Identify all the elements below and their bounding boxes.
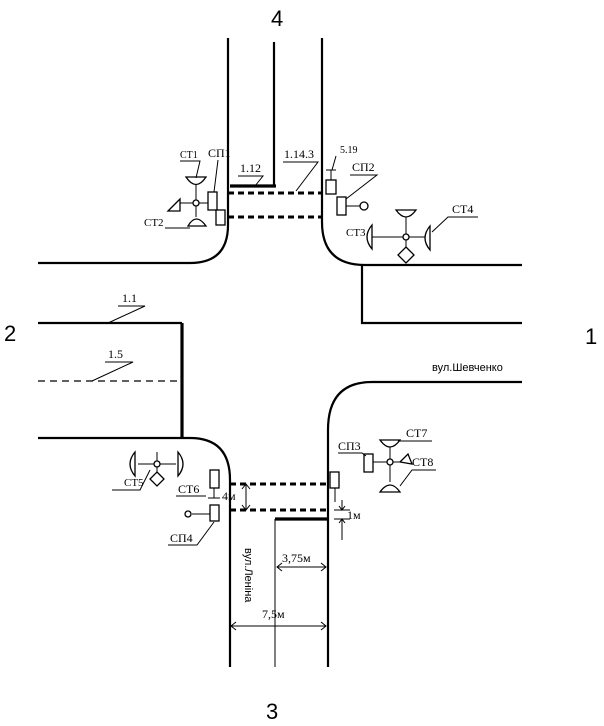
traffic-light-st4: СТ4: [394, 202, 478, 252]
dimension-road-width: 7,5м: [230, 607, 327, 631]
approach-east-number: 1: [585, 324, 597, 349]
east-road-lower-edge: [326, 380, 522, 667]
dimension-stop-offset: 1м: [334, 500, 361, 540]
svg-text:1.1: 1.1: [122, 291, 137, 305]
south-markings: [230, 482, 330, 667]
pedestrian-light-sp2: СП2: [336, 160, 379, 216]
marking-label-1-14-3: 1.14.3: [283, 147, 320, 192]
svg-text:СТ7: СТ7: [406, 426, 427, 440]
svg-text:1.5: 1.5: [108, 347, 123, 361]
traffic-light-st7: СТ7: [378, 426, 432, 448]
nw-controller-post: [180, 185, 213, 217]
north-road-left-edge: [38, 38, 230, 265]
svg-text:СТ3: СТ3: [346, 227, 366, 239]
pedestrian-light-sp4: СП4: [168, 504, 220, 546]
svg-text:3,75м: 3,75м: [282, 551, 311, 565]
traffic-light-st8: СТ8: [378, 455, 436, 493]
svg-text:СТ4: СТ4: [452, 202, 473, 216]
street-name-vertical: вул.Леніна: [242, 548, 254, 603]
svg-text:СП3: СП3: [338, 439, 361, 453]
approach-north-number: 4: [271, 6, 283, 31]
marking-label-1-12: 1.12: [238, 161, 265, 187]
se-controller-post: [373, 446, 414, 482]
svg-text:СТ8: СТ8: [412, 455, 433, 469]
marking-label-1-5: 1.5: [91, 347, 134, 382]
traffic-light-st3: СТ3: [346, 223, 373, 251]
north-road-right-edge: [320, 38, 522, 267]
svg-text:СТ6: СТ6: [178, 482, 199, 496]
svg-text:5.19: 5.19: [340, 145, 358, 156]
svg-text:7,5м: 7,5м: [262, 607, 285, 621]
sign-5-19: 5.19: [325, 145, 358, 195]
svg-text:СП2: СП2: [352, 160, 375, 174]
approach-west-number: 2: [4, 321, 16, 346]
pedestrian-light-sp3: СП3: [338, 439, 374, 473]
svg-text:СП1: СП1: [208, 146, 231, 160]
street-name-horizontal: вул.Шевченко: [432, 362, 503, 374]
svg-text:СП4: СП4: [170, 531, 193, 545]
dimension-lane-width: 3,75м: [276, 551, 327, 572]
traffic-light-st2: СТ2: [144, 197, 208, 229]
road-edges: [38, 38, 522, 667]
traffic-light-st1: СТ1: [180, 150, 208, 186]
east-median-island: [360, 265, 522, 325]
ne-controller-post: [372, 216, 426, 264]
west-road-lower-edge: [38, 436, 232, 667]
svg-text:4м: 4м: [222, 489, 236, 503]
north-markings: [228, 42, 322, 219]
svg-text:1.14.3: 1.14.3: [284, 147, 314, 161]
svg-text:1м: 1м: [347, 508, 361, 522]
pedestrian-light-sp1: СП1: [207, 146, 231, 226]
svg-text:СТ5: СТ5: [124, 477, 144, 489]
dimension-crosswalk-width: 4м: [222, 483, 251, 511]
svg-text:СТ2: СТ2: [144, 217, 164, 229]
traffic-light-st6: СТ6: [176, 469, 220, 499]
pedestrian-post-south-east: [329, 471, 340, 502]
svg-text:1.12: 1.12: [240, 161, 261, 175]
marking-label-1-1: 1.1: [107, 291, 146, 324]
svg-text:СТ1: СТ1: [180, 150, 198, 161]
approach-south-number: 3: [266, 699, 278, 724]
traffic-light-st5: СТ5: [112, 450, 184, 491]
